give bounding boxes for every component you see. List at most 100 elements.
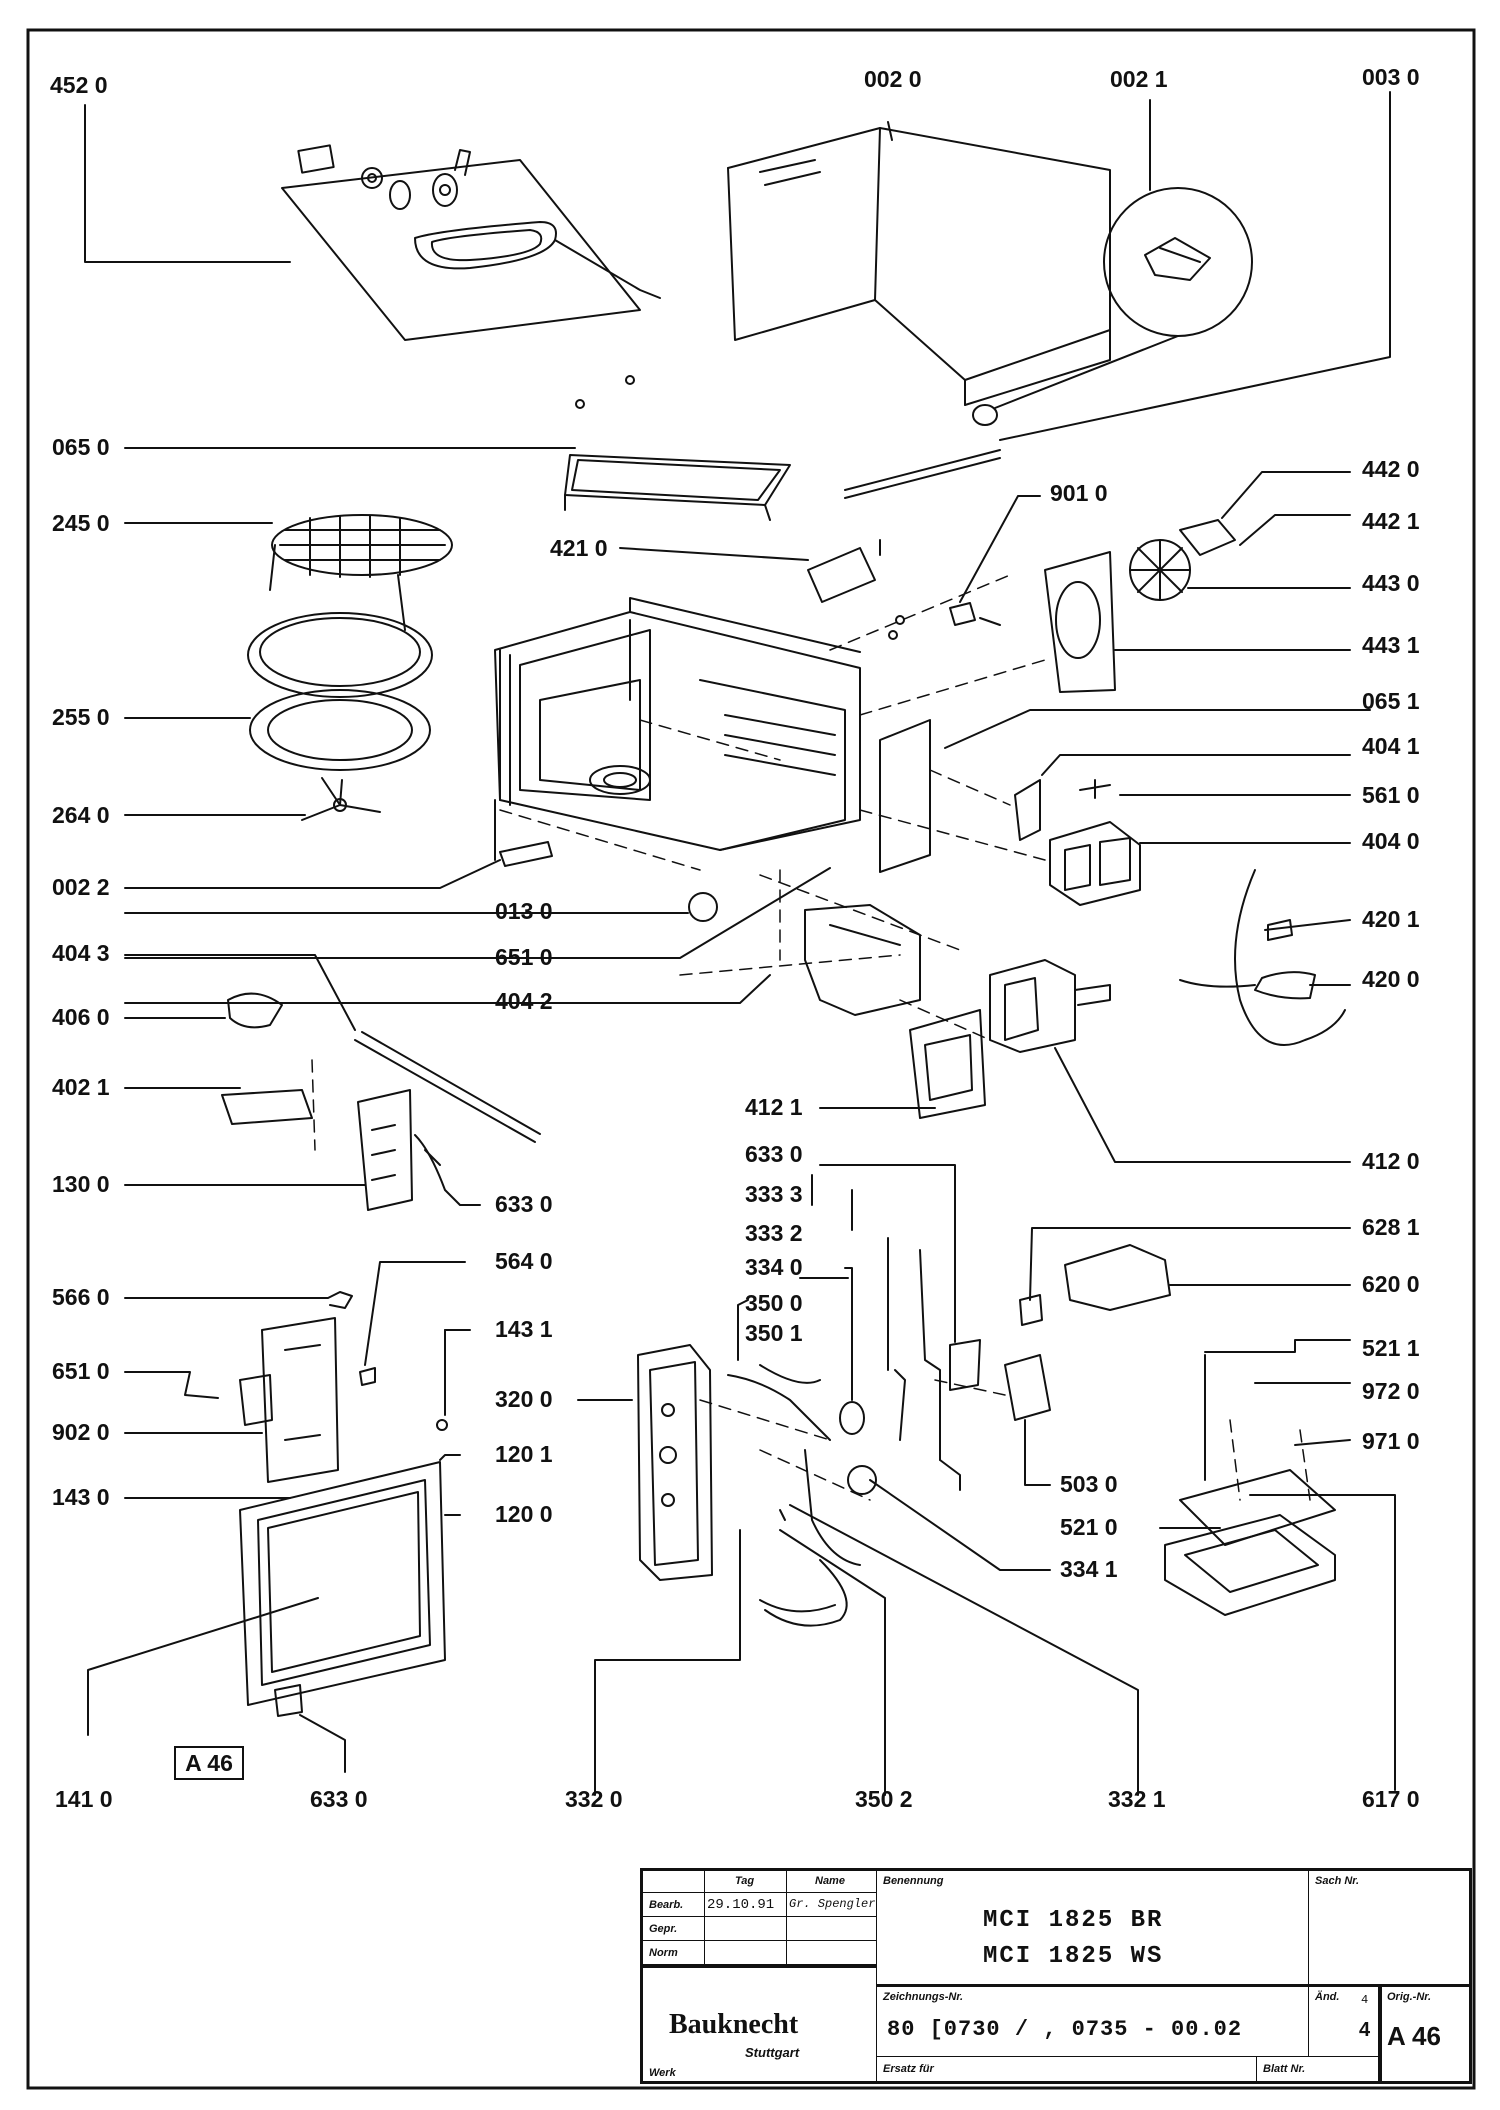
tb-norm-date-cell — [705, 1941, 787, 1965]
label-5030: 503 0 — [1060, 1471, 1118, 1497]
label-6200: 620 0 — [1362, 1271, 1420, 1297]
drawing-frame — [26, 28, 1476, 2090]
label-3341: 334 1 — [1060, 1556, 1118, 1582]
tb-row-norm — [643, 1941, 705, 1965]
tb-bearb-date-cell — [705, 1893, 787, 1917]
label-0022: 002 2 — [52, 874, 110, 900]
tb-benennung-label: Benennung — [883, 1875, 944, 1887]
tb-blatt-cell — [1257, 2057, 1379, 2081]
label-0650: 065 0 — [52, 434, 110, 460]
tb-col-tag-label: Tag — [735, 1875, 755, 1887]
label-0021: 002 1 — [1110, 66, 1168, 92]
tb-aend-value: 4 — [1359, 2019, 1371, 2041]
tb-col-tag — [705, 1871, 787, 1893]
label-6170: 617 0 — [1362, 1786, 1420, 1812]
turntable-coupler — [301, 777, 381, 821]
oven-cavity — [494, 597, 861, 861]
tb-row-bearb — [643, 1893, 705, 1917]
tb-ersatz-cell — [877, 2057, 1257, 2081]
tb-bearb-name: Gr. Spengler — [789, 1897, 876, 1911]
label-5640: 564 0 — [495, 1248, 553, 1274]
label-5210: 521 0 — [1060, 1514, 1118, 1540]
tb-orig-value: A 46 — [1387, 2021, 1441, 2051]
label-6330a: 633 0 — [745, 1141, 803, 1167]
tb-benennung-cell — [877, 1871, 1309, 1987]
capacitor-4210 — [807, 547, 876, 603]
label-3320: 332 0 — [565, 1786, 623, 1812]
tb-company: Bauknecht — [669, 2009, 799, 2040]
tb-bearb-date: 29.10.91 — [707, 1897, 775, 1913]
detail-circle-0021 — [1103, 187, 1253, 337]
control-panel — [637, 1344, 713, 1581]
label-6330b: 633 0 — [495, 1191, 553, 1217]
label-6281: 628 1 — [1362, 1214, 1420, 1240]
tb-col-name-label: Name — [815, 1875, 845, 1887]
label-0130: 013 0 — [495, 898, 553, 924]
tb-bearb-name-cell — [787, 1893, 877, 1917]
tb-model-2: MCI 1825 WS — [983, 1943, 1164, 1970]
waveguide-cover — [879, 719, 931, 873]
label-4060: 406 0 — [52, 1004, 110, 1030]
label-3321: 332 1 — [1108, 1786, 1166, 1812]
tb-drawing-number: 80 [0730 / , 0735 - 00.02 — [887, 2017, 1243, 2042]
label-4041: 404 1 — [1362, 733, 1420, 759]
label-3501: 350 1 — [745, 1320, 803, 1346]
label-1201: 120 1 — [495, 1441, 553, 1467]
label-4431: 443 1 — [1362, 632, 1420, 658]
label-1431: 143 1 — [495, 1316, 553, 1342]
tb-zeichnungs-label: Zeichnungs-Nr. — [883, 1991, 964, 2003]
door-assembly — [239, 1461, 446, 1706]
label-3200: 320 0 — [495, 1386, 553, 1412]
label-9010: 901 0 — [1050, 480, 1108, 506]
tb-aend-value-cell — [1355, 1987, 1379, 2057]
tb-sach-nr-label: Sach Nr. — [1315, 1875, 1360, 1887]
tb-row-norm-label: Norm — [649, 1947, 678, 1959]
tb-model-1: MCI 1825 BR — [983, 1907, 1164, 1934]
rail-4043 — [354, 1031, 541, 1143]
label-3502: 350 2 — [855, 1786, 913, 1812]
tb-norm-name-cell — [787, 1941, 877, 1965]
label-1300: 130 0 — [52, 1171, 110, 1197]
outer-casing — [727, 127, 1111, 406]
waveguide-bracket — [804, 904, 921, 1016]
label-2550: 255 0 — [52, 704, 110, 730]
tb-row-gepr-label: Gepr. — [649, 1923, 678, 1935]
fan-motor — [1044, 519, 1236, 693]
tb-orig-label: Orig.-Nr. — [1387, 1991, 1432, 2003]
tb-row-bearb-label: Bearb. — [649, 1899, 684, 1911]
label-6330c: 633 0 — [310, 1786, 368, 1812]
label-4430: 443 0 — [1362, 570, 1420, 596]
label-4200: 420 0 — [1362, 966, 1420, 992]
tb-col-name — [787, 1871, 877, 1893]
tray-0650 — [564, 454, 791, 521]
tb-orig-cell — [1379, 1987, 1472, 2081]
tb-blatt-label: Blatt Nr. — [1263, 2063, 1306, 2075]
grill-heater-assembly — [281, 144, 661, 341]
label-4121: 412 1 — [745, 1094, 803, 1120]
label-4201: 420 1 — [1362, 906, 1420, 932]
label-4043: 404 3 — [52, 940, 110, 966]
label-3340: 334 0 — [745, 1254, 803, 1280]
tb-city: Stuttgart — [745, 2045, 800, 2060]
label-4420: 442 0 — [1362, 456, 1420, 482]
label-9710: 971 0 — [1362, 1428, 1420, 1454]
label-0020: 002 0 — [864, 66, 922, 92]
sheet-reference-box: A 46 — [174, 1746, 244, 1780]
label-1410: 141 0 — [55, 1786, 113, 1812]
tb-zeichnungs-cell — [877, 1987, 1309, 2057]
turntable-plate — [247, 612, 433, 771]
tb-row-gepr — [643, 1917, 705, 1941]
label-1200: 120 0 — [495, 1501, 553, 1527]
tb-company-cell — [643, 1965, 877, 2081]
door-hook-bracket — [239, 1317, 339, 1483]
label-4120: 412 0 — [1362, 1148, 1420, 1174]
label-0651: 065 1 — [1362, 688, 1420, 714]
label-2640: 264 0 — [52, 802, 110, 828]
transformer — [989, 959, 1076, 1053]
tb-sach-nr-cell — [1309, 1871, 1472, 1987]
tb-aend-label: Änd. — [1315, 1991, 1340, 2003]
label-5660: 566 0 — [52, 1284, 110, 1310]
tb-corner — [643, 1871, 705, 1893]
label-6510b: 651 0 — [52, 1358, 110, 1384]
